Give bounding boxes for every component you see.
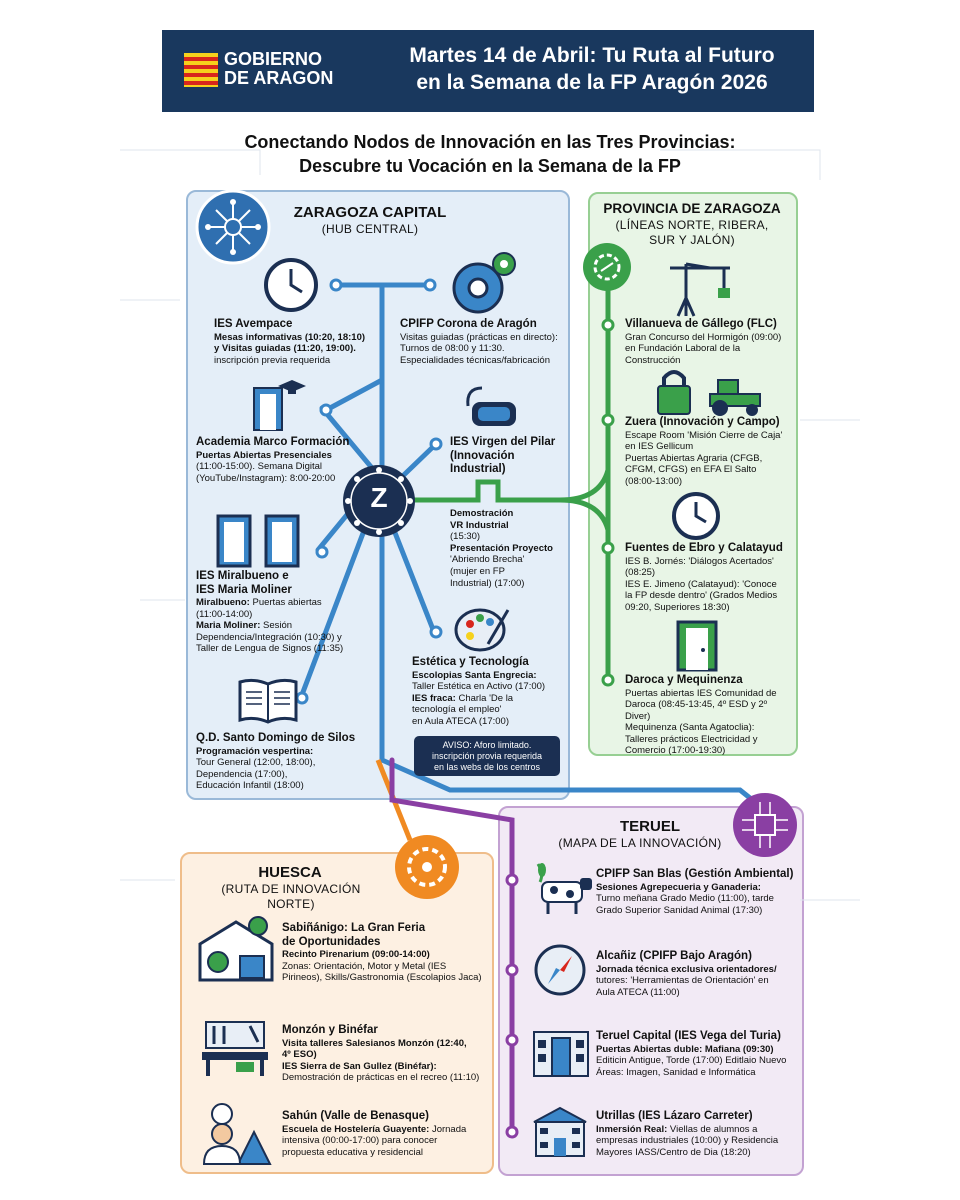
huesca-subtitle: (RUTA DE INNOVACIÓN NORTE) xyxy=(221,882,361,911)
gear-icon xyxy=(452,252,516,314)
aviso-box: AVISO: Aforo limitado. inscripción provi… xyxy=(414,736,560,776)
estetica-tecnologia: Estética y Tecnología Escolopias Santa E… xyxy=(412,656,546,727)
zaragoza-network-icon xyxy=(195,189,271,265)
teruel-title: TERUEL xyxy=(620,818,680,835)
ies-avempace: IES Avempace Mesas informativas (10:20, … xyxy=(214,318,366,366)
provincia-subtitle: (LÍNEAS NORTE, RIBERA,SUR Y JALÓN) xyxy=(615,218,769,247)
zaragoza-subtitle: (HUB CENTRAL) xyxy=(321,222,419,236)
vr-headset-icon xyxy=(466,386,516,426)
header-bar xyxy=(162,30,814,112)
chef-mountain-icon xyxy=(202,1103,272,1165)
lock-tractor-icon xyxy=(657,370,761,416)
huesca-title: HUESCA xyxy=(258,864,322,881)
crane-icon xyxy=(670,262,730,317)
ies-miralbueno-moliner: IES Miralbueno e IES Maria Moliner Miral… xyxy=(196,570,344,655)
utrillas: Utrillas (IES Lázaro Carreter) Inmersión… xyxy=(596,1110,779,1158)
provincia-title: PROVINCIA DE ZARAGOZA xyxy=(603,201,781,216)
sabinanigo: Sabiñánigo: La Gran Feria de Oportunidad… xyxy=(282,922,482,984)
academia-marco: Academia Marco Formación Puertas Abierta… xyxy=(196,436,350,484)
fuentes-calatayud: Fuentes de Ebro y Calatayud IES B. Jorné… xyxy=(625,542,783,613)
sahun-benasque: Sahún (Valle de Benasque) Escuela de Hos… xyxy=(282,1110,467,1158)
clock-icon xyxy=(672,492,720,540)
factory-gears-icon xyxy=(198,916,274,982)
zuera: Zuera (Innovación y Campo) Escape Room '… xyxy=(625,416,783,487)
clock-icon xyxy=(264,258,318,312)
door-icon xyxy=(676,620,718,672)
residence-building-icon xyxy=(533,1106,587,1157)
ies-virgen-pilar: IES Virgen del Pilar (Innovación Industr… xyxy=(450,436,556,475)
santo-domingo-silos: Q.D. Santo Domingo de Silos Programación… xyxy=(196,732,356,792)
building-door-icon xyxy=(533,1031,589,1077)
teruel-subtitle: (MAPA DE LA INNOVACIÓN) xyxy=(558,836,722,850)
teruel-capital: Teruel Capital (IES Vega del Turia) Puer… xyxy=(596,1030,787,1078)
zaragoza-title: ZARAGOZA CAPITAL xyxy=(293,204,447,221)
villanueva-gallego: Villanueva de Gállego (FLC) Gran Concurs… xyxy=(625,318,782,366)
palette-icon xyxy=(454,608,510,652)
alcaniz: Alcañiz (CPIFP Bajo Aragón) Jornada técn… xyxy=(596,950,777,998)
graduation-door-icon xyxy=(253,380,306,431)
cow-plant-icon xyxy=(536,863,592,914)
zaragoza-hub-node: Z xyxy=(340,462,418,540)
cpifp-san-blas: CPIFP San Blas (Gestión Ambiental) Sesio… xyxy=(596,868,794,916)
workbench-tools-icon xyxy=(202,1021,268,1076)
monzon-binefar: Monzón y Binéfar Visita talleres Salesia… xyxy=(282,1024,480,1084)
open-book-icon xyxy=(238,678,298,724)
cpifp-corona: CPIFP Corona de Aragón Visitas guiadas (… xyxy=(400,318,558,366)
provincia-gear-icon xyxy=(583,243,631,291)
page-subtitle: Conectando Nodos de Innovación en las Tr… xyxy=(244,132,736,176)
huesca-panel xyxy=(180,852,494,1174)
aragon-flag-icon xyxy=(184,53,218,87)
daroca-mequinenza: Daroca y Mequinenza Puertas abiertas IES… xyxy=(625,674,777,757)
huesca-gear-icon xyxy=(395,835,459,899)
double-door-icon xyxy=(216,514,300,568)
ies-virgen-pilar-details: Demostración VR Industrial (15:30) Prese… xyxy=(450,508,553,589)
compass-icon xyxy=(534,944,586,996)
teruel-chip-icon xyxy=(733,793,797,857)
